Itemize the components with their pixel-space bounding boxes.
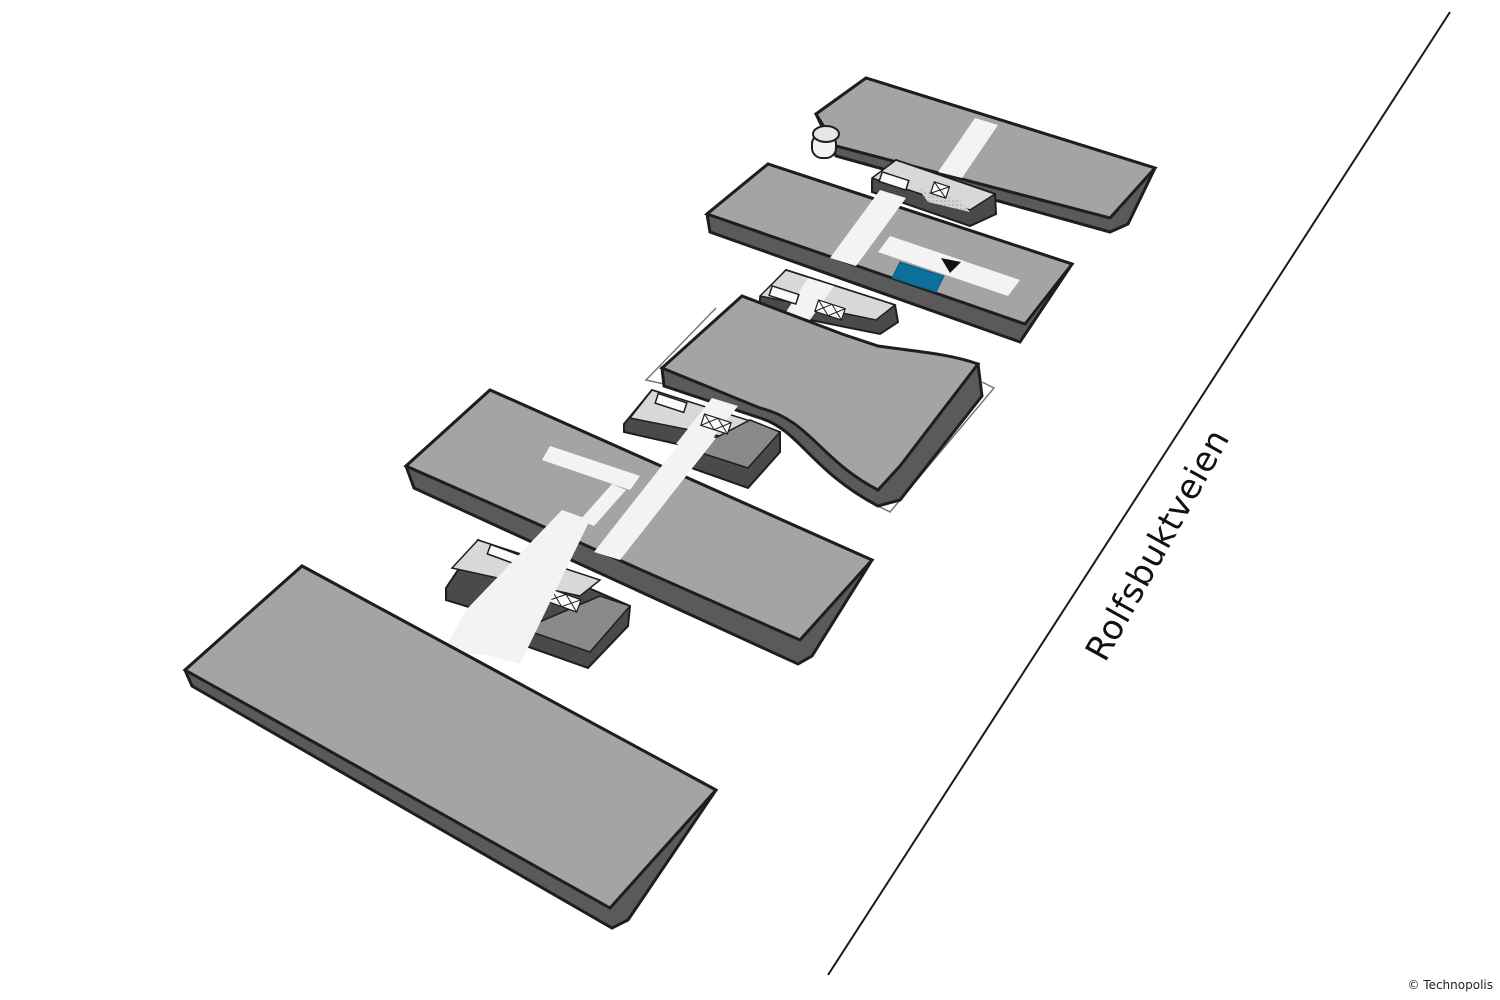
building-d-hallway [542, 446, 640, 490]
stairs-icon [768, 284, 800, 306]
elevator-icon [929, 181, 951, 199]
building-d-notch [580, 484, 626, 526]
building-c-roof [659, 294, 981, 492]
building-b-corridor [830, 190, 906, 266]
building-d-corridor [594, 430, 716, 560]
core-d [444, 510, 632, 670]
spiral-stair-tower [811, 125, 840, 159]
stairs-icon [878, 170, 910, 192]
core-b [758, 268, 900, 336]
building-c[interactable] [644, 294, 996, 513]
stairs-icon [654, 392, 688, 414]
core-a [870, 158, 998, 228]
elevator-icon [814, 299, 846, 321]
building-a[interactable] [811, 76, 1158, 234]
building-c-canopy-left [644, 307, 717, 385]
you-are-here-marker-icon [941, 258, 961, 273]
building-b[interactable] [703, 162, 1075, 344]
elevator-icon [545, 588, 582, 613]
highlighted-room[interactable] [891, 261, 945, 293]
building-c-canopy-right [877, 381, 996, 513]
core-d-corridor [444, 510, 590, 664]
building-e[interactable] [182, 564, 719, 930]
building-d[interactable] [403, 388, 875, 666]
elevator-icon [700, 413, 732, 435]
copyright-notice: © Technopolis [1407, 978, 1493, 992]
road-line [827, 11, 1451, 976]
building-e-roof [182, 564, 719, 910]
building-a-corridor [938, 118, 998, 178]
